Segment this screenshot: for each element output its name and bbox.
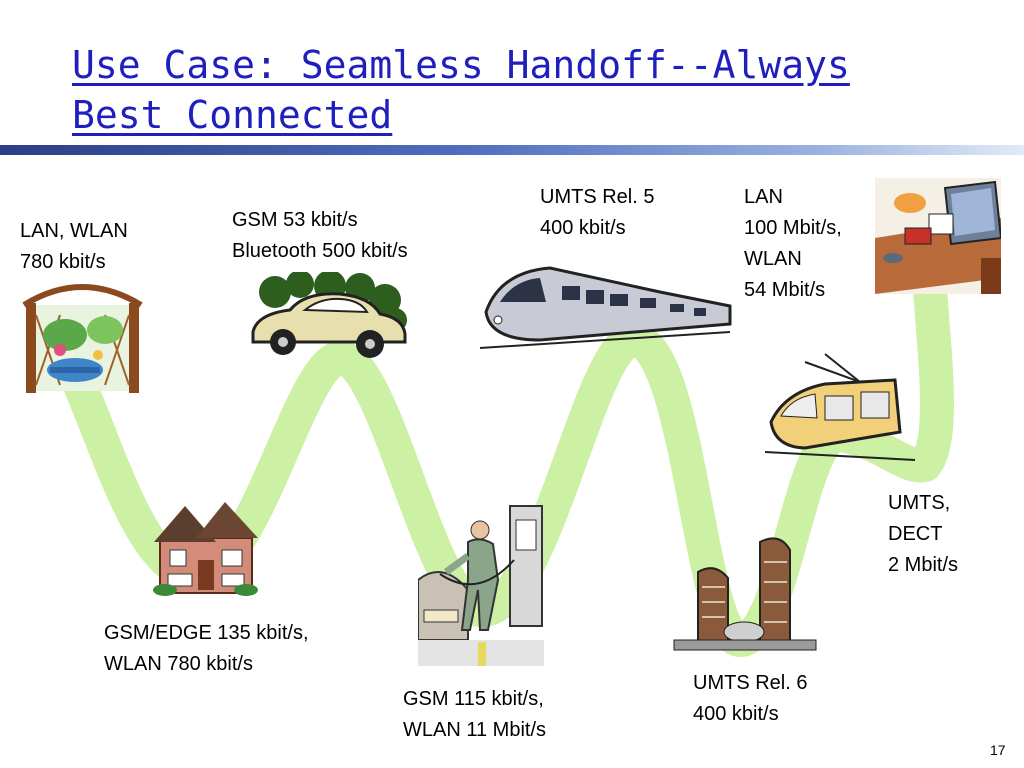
gas-station-icon [418, 505, 544, 666]
slide-title: Use Case: Seamless Handoff--Always Best … [72, 40, 932, 140]
city-hall-icon [673, 537, 817, 651]
slide-number: 17 [990, 742, 1006, 758]
title-line-1: Use Case: Seamless Handoff--Always [72, 43, 850, 87]
tram-icon [765, 353, 916, 461]
stop-label-tram: UMTS, DECT 2 Mbit/s [888, 492, 959, 576]
house-icon [153, 502, 258, 596]
stop-label-office: LAN 100 Mbit/s, WLAN 54 Mbit/s [744, 186, 842, 301]
stop-label-car: GSM 53 kbit/s Bluetooth 500 kbit/s [232, 209, 408, 262]
title-divider [0, 145, 1024, 155]
train-icon [480, 266, 732, 349]
title-line-2: Best Connected [72, 93, 393, 137]
stop-label-house: GSM/EDGE 135 kbit/s, WLAN 780 kbit/s [104, 622, 309, 675]
office-desk-icon [875, 178, 1001, 294]
stop-label-garden: LAN, WLAN 780 kbit/s [20, 220, 128, 273]
stop-label-gas: GSM 115 kbit/s, WLAN 11 Mbit/s [403, 688, 546, 741]
stop-label-city: UMTS Rel. 6 400 kbit/s [693, 672, 808, 725]
garden-arbor-icon [22, 284, 143, 393]
stop-label-train: UMTS Rel. 5 400 kbit/s [540, 186, 655, 239]
car-icon [251, 272, 407, 358]
